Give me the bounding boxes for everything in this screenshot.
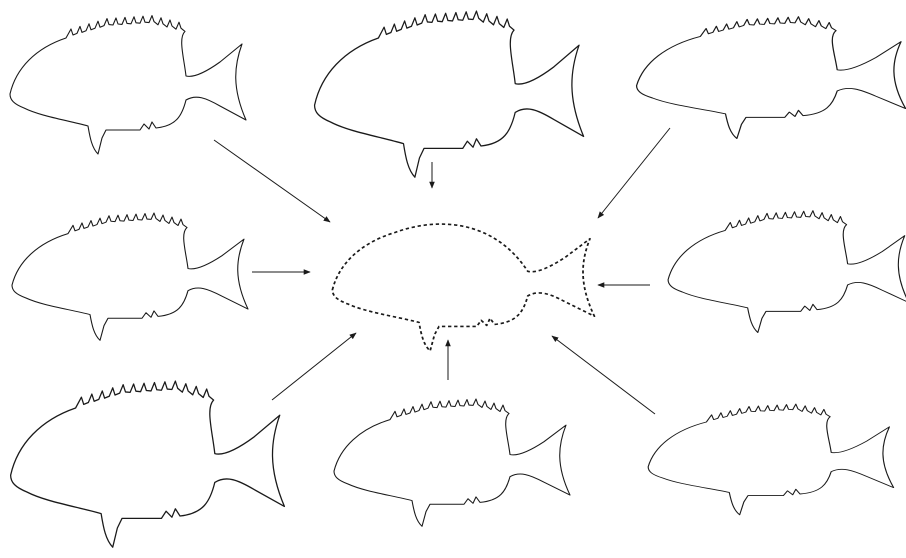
arrow-1 bbox=[214, 140, 330, 222]
arrow-layer bbox=[214, 128, 670, 414]
specimen-outline-4 bbox=[12, 213, 248, 340]
mean-shape-outline bbox=[332, 224, 594, 351]
specimen-outline-2 bbox=[315, 11, 584, 177]
specimen-outline-5 bbox=[668, 211, 906, 333]
arrow-8 bbox=[552, 336, 655, 414]
arrow-6 bbox=[272, 333, 356, 400]
specimen-outline-7 bbox=[334, 399, 570, 526]
specimen-outline-6 bbox=[11, 381, 285, 547]
specimen-outline-3 bbox=[637, 17, 906, 139]
fish-layer bbox=[10, 11, 906, 547]
specimen-outline-8 bbox=[648, 404, 893, 515]
specimen-outline-1 bbox=[10, 16, 246, 154]
arrow-3 bbox=[598, 128, 670, 218]
